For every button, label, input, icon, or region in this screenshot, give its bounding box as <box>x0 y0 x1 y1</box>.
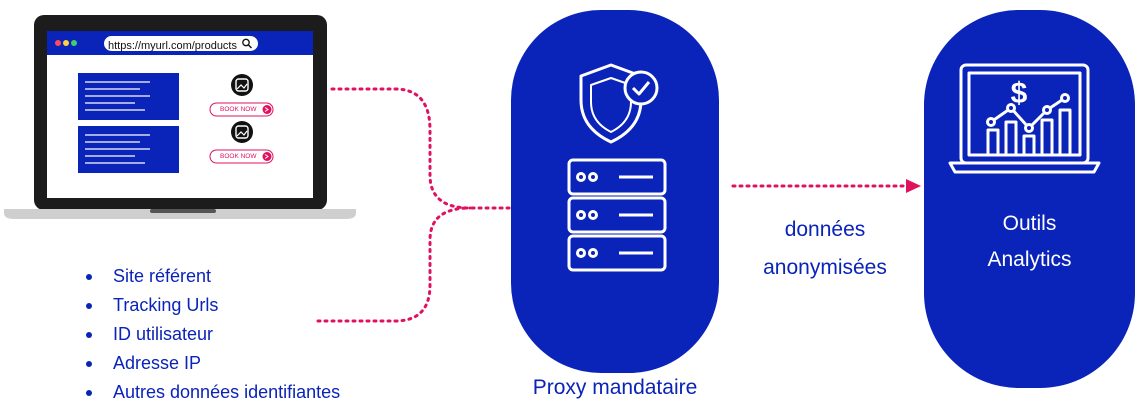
connector-laptop-to-proxy <box>330 87 514 210</box>
book-now-button-2 <box>209 149 274 164</box>
arrow-right-icon <box>906 179 921 193</box>
laptop-base <box>4 209 356 219</box>
analytics-label-line2: Analytics <box>987 248 1072 271</box>
proxy-block <box>511 10 719 373</box>
product-image-icon-2 <box>231 121 253 143</box>
shield-check-icon <box>579 63 659 144</box>
window-dot-green <box>71 40 77 46</box>
server-icon <box>567 158 667 272</box>
book-now-label-2: BOOK NOW <box>220 153 257 160</box>
book-now-button-1 <box>209 102 274 117</box>
proxy-label: Proxy mandataire <box>532 376 698 399</box>
dollar-icon: $ <box>1011 77 1028 110</box>
window-dot-yellow <box>63 40 69 46</box>
analytics-laptop-icon <box>948 63 1101 174</box>
list-item: Site référent <box>86 262 340 291</box>
window-dot-red <box>55 40 61 46</box>
analytics-label-line1: Outils <box>1002 212 1057 235</box>
list-item: Adresse IP <box>86 349 340 378</box>
product-image-icon-1 <box>231 74 253 96</box>
list-item: Autres données identifiantes <box>86 378 340 407</box>
laptop-illustration <box>4 15 356 219</box>
flow-label-line1: données <box>784 218 866 241</box>
list-item: Tracking Urls <box>86 291 340 320</box>
search-icon <box>242 38 252 49</box>
address-bar <box>104 36 258 51</box>
flow-label-line2: anonymisées <box>763 256 887 279</box>
list-item: ID utilisateur <box>86 320 340 349</box>
connector-data-to-proxy <box>316 206 472 323</box>
data-items-list: Site référent Tracking Urls ID utilisate… <box>86 262 340 407</box>
book-now-label-1: BOOK NOW <box>220 106 257 113</box>
analytics-block: $ <box>924 10 1135 388</box>
url-text: https://myurl.com/products <box>108 40 237 52</box>
